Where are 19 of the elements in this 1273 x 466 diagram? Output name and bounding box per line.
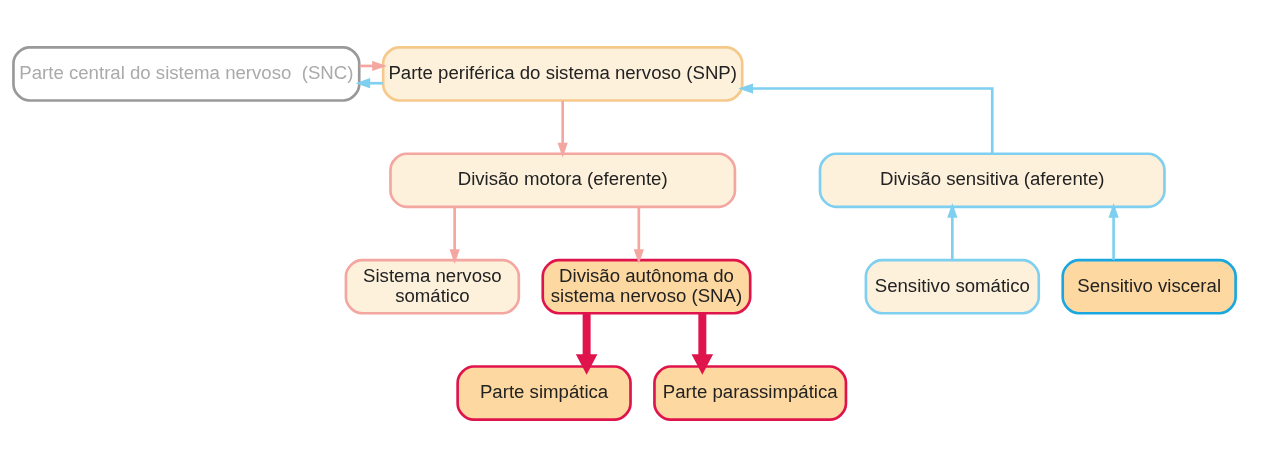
node-box: Parte simpática <box>456 364 632 421</box>
arrow <box>449 206 460 264</box>
node-box: Sistema nervoso somático <box>344 258 521 315</box>
node-box: Sensitivo visceral <box>1061 258 1237 315</box>
node-box: Parte parassimpática <box>653 364 848 421</box>
arrow <box>691 313 714 375</box>
node-box: Divisão sensitiva (aferente) <box>818 151 1166 208</box>
arrow <box>557 100 568 157</box>
arrow <box>575 313 598 375</box>
arrow <box>633 206 644 264</box>
node-box: Parte periférica do sistema nervoso (SNP) <box>381 45 744 102</box>
arrow <box>738 82 994 153</box>
node-box: Sensitivo somático <box>864 258 1041 315</box>
node-box: Divisão autônoma do sistema nervoso (SNA) <box>541 258 752 315</box>
node-box: Parte central do sistema nervoso (SNC) <box>12 45 361 102</box>
arrow <box>355 77 383 88</box>
arrow <box>947 202 958 260</box>
arrow <box>1108 202 1119 260</box>
node-box: Divisão motora (eferente) <box>389 151 737 208</box>
